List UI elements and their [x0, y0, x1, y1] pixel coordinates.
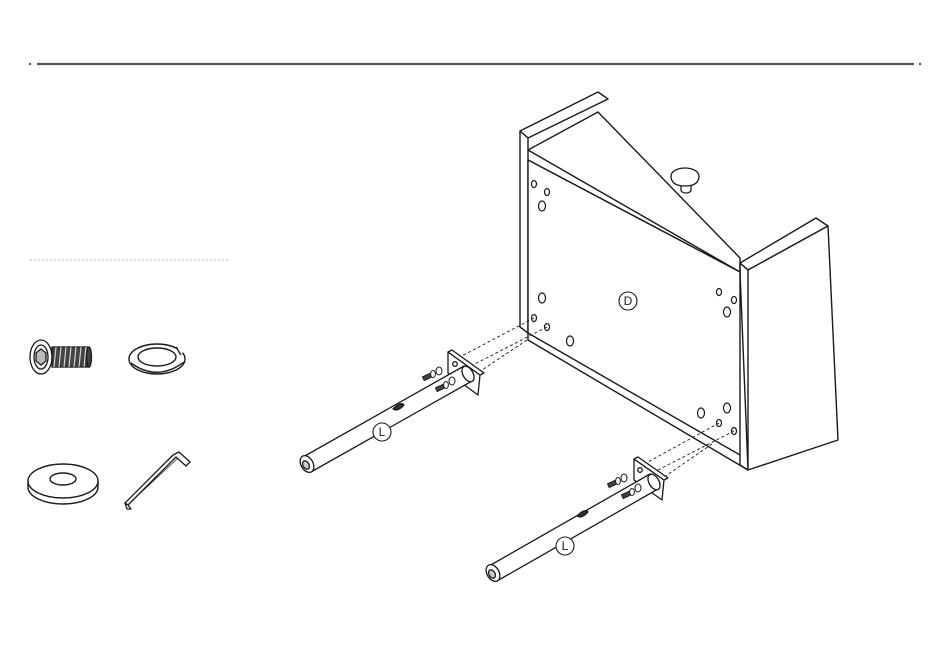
header-rule	[29, 63, 921, 65]
part-label-leg-right: L	[556, 537, 574, 555]
part-label-leg-left: L	[373, 423, 391, 441]
svg-text:L: L	[562, 539, 569, 553]
allen-key-icon	[125, 452, 190, 509]
leg-left	[297, 350, 484, 475]
spring-lock-washer-icon	[129, 344, 185, 374]
cabinet-body	[520, 92, 838, 470]
svg-text:D: D	[624, 294, 633, 308]
part-label-cabinet: D	[619, 292, 637, 310]
drawer-knob-icon	[671, 168, 699, 193]
leg-right	[483, 457, 668, 584]
svg-text:L: L	[379, 425, 386, 439]
hex-socket-bolt-icon	[30, 340, 92, 374]
flat-washer-icon	[28, 464, 98, 504]
